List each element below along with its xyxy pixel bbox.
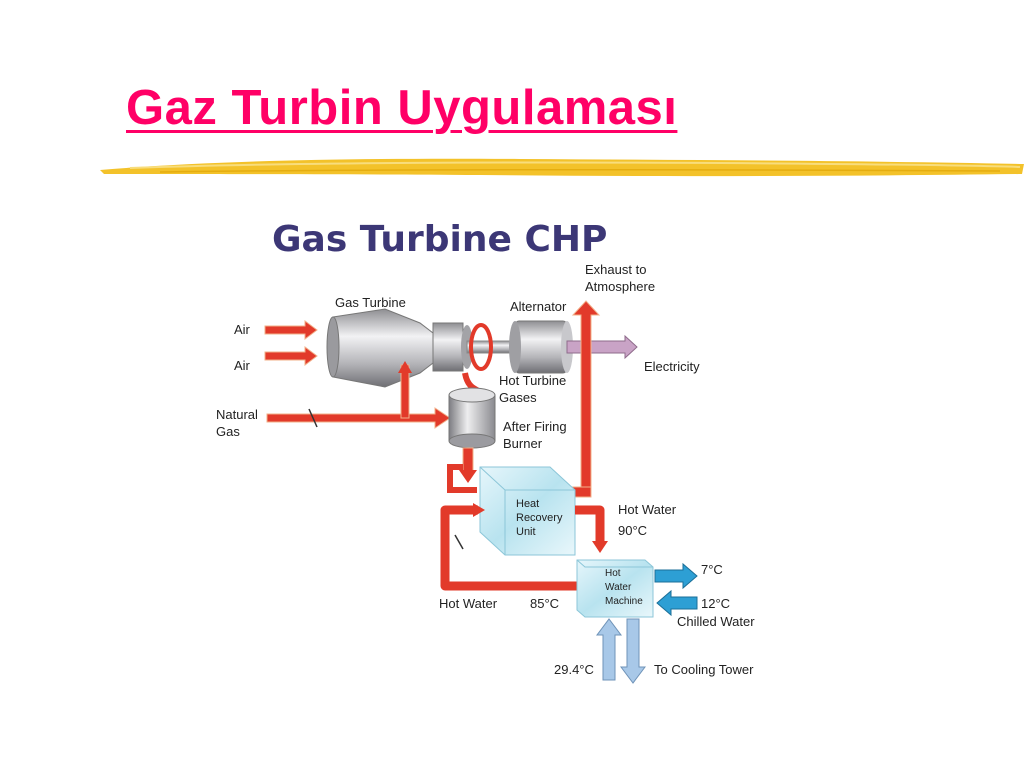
heat-recovery-unit-label: Heat Recovery Unit	[516, 498, 563, 538]
svg-text:Gas: Gas	[216, 424, 240, 439]
svg-text:Exhaust to: Exhaust to	[585, 262, 646, 277]
svg-text:Unit: Unit	[516, 526, 536, 538]
after-firing-burner	[448, 387, 496, 449]
svg-text:Water: Water	[605, 582, 632, 593]
cooling-water-in-arrow	[596, 618, 622, 681]
svg-text:Recovery: Recovery	[516, 512, 563, 524]
burner-to-hru-pipe	[459, 447, 477, 483]
alternator-label: Alternator	[510, 299, 567, 314]
chilled-water-label: Chilled Water	[677, 614, 755, 629]
hot-water-bottom-label: Hot Water	[439, 596, 498, 611]
svg-text:Natural: Natural	[216, 407, 258, 422]
cooling-water-out-arrow	[620, 618, 646, 684]
shaft-coupling	[469, 323, 493, 371]
cooling-tower-label: To Cooling Tower	[654, 662, 754, 677]
heat-recovery-unit	[479, 466, 576, 556]
cooling-in-temp-label: 29.4°C	[554, 662, 594, 677]
svg-text:Burner: Burner	[503, 436, 543, 451]
svg-text:Atmosphere: Atmosphere	[585, 279, 655, 294]
exhaust-label: Exhaust to Atmosphere	[585, 262, 655, 294]
chilled-out-temp-label: 7°C	[701, 562, 723, 577]
gas-turbine-chp-diagram: Gas Turbine CHP	[216, 219, 755, 684]
gas-turbine-label: Gas Turbine	[335, 295, 406, 310]
electricity-arrow	[566, 334, 638, 360]
electricity-label: Electricity	[644, 359, 700, 374]
svg-text:Gases: Gases	[499, 390, 537, 405]
title-underline-brush	[100, 158, 1024, 177]
chilled-in-temp-label: 12°C	[701, 596, 730, 611]
alternator	[509, 320, 573, 374]
air-label-1: Air	[234, 322, 251, 337]
svg-text:Heat: Heat	[516, 498, 539, 510]
temp-85-label: 85°C	[530, 596, 559, 611]
svg-text:After Firing: After Firing	[503, 419, 567, 434]
diagram-title: Gas Turbine CHP	[272, 219, 607, 260]
air-inlet-arrow-2	[264, 346, 318, 366]
svg-text:Hot Turbine: Hot Turbine	[499, 373, 566, 388]
hot-turbine-gases-label: Hot Turbine Gases	[499, 373, 566, 405]
slide-title: Gaz Turbin Uygulaması	[126, 81, 678, 135]
svg-text:Machine: Machine	[605, 596, 643, 607]
air-label-2: Air	[234, 358, 251, 373]
gas-turbine	[326, 308, 528, 388]
hot-water-top-label: Hot Water 90°C	[618, 502, 677, 538]
chilled-water-in-arrow	[656, 589, 698, 617]
hot-water-machine	[576, 559, 654, 618]
natural-gas-pipe	[266, 361, 451, 429]
air-inlet-arrow-1	[264, 320, 318, 340]
hot-water-machine-label: Hot Water Machine	[605, 568, 643, 607]
natural-gas-label: Natural Gas	[216, 407, 258, 439]
svg-text:Hot Water: Hot Water	[618, 502, 677, 517]
after-firing-burner-label: After Firing Burner	[503, 419, 567, 451]
svg-text:90°C: 90°C	[618, 523, 647, 538]
svg-text:Hot: Hot	[605, 568, 621, 579]
chilled-water-out-arrow	[654, 562, 698, 590]
hot-water-loop	[440, 464, 608, 591]
